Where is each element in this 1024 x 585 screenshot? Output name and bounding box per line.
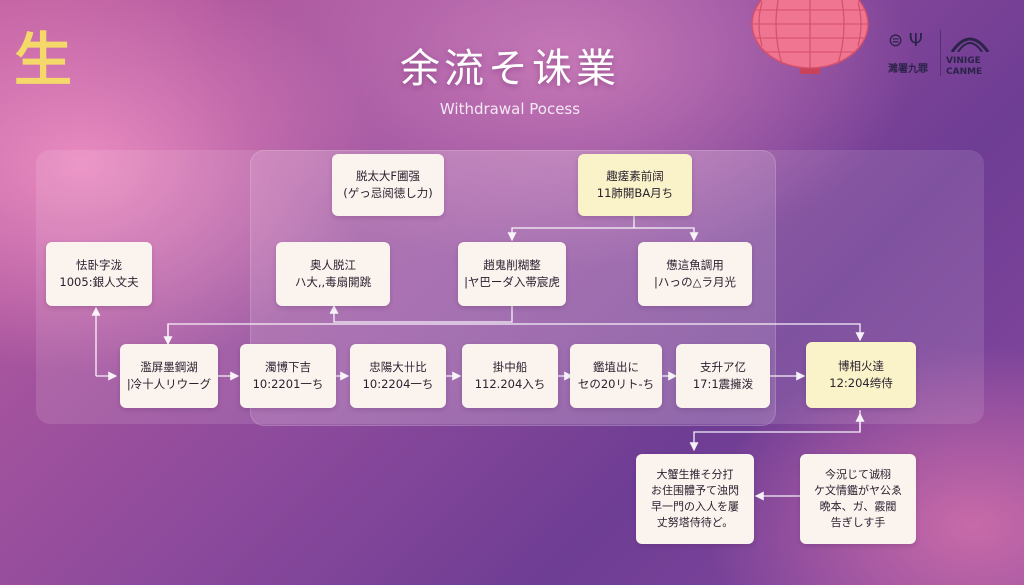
node-label: |冷十人リウーグ xyxy=(126,377,212,391)
node-label: 濁博下吉 xyxy=(265,360,311,374)
node-mid-2[interactable]: 趙鬼削糊整 |ヤ巴ーダ入帯宸虎 xyxy=(458,242,566,306)
node-label: セの20リト-ち xyxy=(577,377,655,391)
node-label: 脱太大F圃强 xyxy=(355,169,421,183)
node-label: 10:2204一ち xyxy=(362,377,434,391)
brand-arch-icon xyxy=(950,37,990,52)
node-label: 今況じて诚栩 xyxy=(825,468,891,481)
node-row-5[interactable]: 鑑埴出に セの20リト-ち xyxy=(570,344,662,408)
node-row-4[interactable]: 掛中船 112.204入ち xyxy=(462,344,558,408)
node-label: 12:204绔侍 xyxy=(829,376,893,390)
node-label: 怯卧字泷 xyxy=(76,258,122,272)
node-bottom-left[interactable]: 大蟹生推そ分打 お住围體予て浊閃 早一門の入人を屢 丈努塔侍待ど。 xyxy=(636,454,754,544)
node-label: (ゲっ忌阅徳し力) xyxy=(343,186,433,200)
node-top-right[interactable]: 趣瘥素前阔 11肺開BA月ち xyxy=(578,154,692,216)
node-label: 10:2201一ち xyxy=(252,377,324,391)
node-label: 鑑埴出に xyxy=(593,360,639,374)
node-top-left[interactable]: 脱太大F圃强 (ゲっ忌阅徳し力) xyxy=(332,154,444,216)
node-row-2[interactable]: 濁博下吉 10:2201一ち xyxy=(240,344,336,408)
node-label: 1005:銀人文夫 xyxy=(59,275,139,289)
node-row-7[interactable]: 博相火達 12:204绔侍 xyxy=(806,342,916,408)
node-label: 丈努塔侍待ど。 xyxy=(656,516,734,529)
node-row-1[interactable]: 濫屏墨鋼湖 |冷十人リウーグ xyxy=(120,344,218,408)
node-label: お住围體予て浊閃 xyxy=(651,484,739,497)
node-mid-3[interactable]: 憊這魚調用 |ハっの△ラ月光 xyxy=(638,242,752,306)
page-title: 余流そ诛業 xyxy=(400,46,620,92)
brand-block: ⊜ Ψ 濉署九罪 VINIGE CANME xyxy=(888,30,1000,78)
brand-name-right-line2: CANME xyxy=(946,67,983,77)
node-label: |ヤ巴ーダ入帯宸虎 xyxy=(464,275,560,289)
node-label: 11肺開BA月ち xyxy=(596,186,674,200)
node-label: 大蟹生推そ分打 xyxy=(656,468,734,481)
lantern-icon xyxy=(751,0,869,74)
page-subtitle: Withdrawal Pocess xyxy=(439,100,581,118)
node-label: 憊這魚調用 xyxy=(666,258,724,272)
node-label: 忠陽大卄比 xyxy=(369,360,427,374)
brand-name-right: VINIGE CANME xyxy=(946,56,982,78)
node-label: 奥人脱江 xyxy=(310,258,356,272)
node-bottom-right[interactable]: 今況じて诚栩 ケ文情鑑がヤ公ゑ 晩本、ガ、霰閥 告ぎしす手 xyxy=(800,454,916,544)
node-label: 晩本、ガ、霰閥 xyxy=(819,500,897,513)
brand-mark-icon: ⊜ Ψ xyxy=(888,30,923,51)
node-row-6[interactable]: 支升ア亿 17:1震擁泼 xyxy=(676,344,770,408)
node-label: 趣瘥素前阔 xyxy=(606,169,664,183)
node-label: 博相火達 xyxy=(838,359,884,373)
node-mid-1[interactable]: 奥人脱江 ハ大,,毒扇開跳 xyxy=(276,242,390,306)
node-label: 濫屏墨鋼湖 xyxy=(140,360,198,374)
brand-divider xyxy=(940,30,941,76)
node-label: 17:1震擁泼 xyxy=(692,377,754,391)
node-left[interactable]: 怯卧字泷 1005:銀人文夫 xyxy=(46,242,152,306)
brand-name-right-line1: VINIGE xyxy=(946,56,981,66)
brand-logo: 生 xyxy=(14,26,73,94)
node-label: 告ぎしす手 xyxy=(830,516,886,529)
node-label: ハ大,,毒扇開跳 xyxy=(294,275,372,289)
node-label: 掛中船 xyxy=(492,360,528,374)
node-label: 早一門の入人を屢 xyxy=(651,500,739,513)
node-label: ケ文情鑑がヤ公ゑ xyxy=(814,484,902,497)
node-row-3[interactable]: 忠陽大卄比 10:2204一ち xyxy=(350,344,446,408)
node-label: 趙鬼削糊整 xyxy=(483,258,541,272)
brand-name-left: 濉署九罪 xyxy=(888,64,928,75)
node-label: 支升ア亿 xyxy=(700,360,746,374)
node-label: 112.204入ち xyxy=(474,377,546,391)
node-label: |ハっの△ラ月光 xyxy=(653,275,737,289)
